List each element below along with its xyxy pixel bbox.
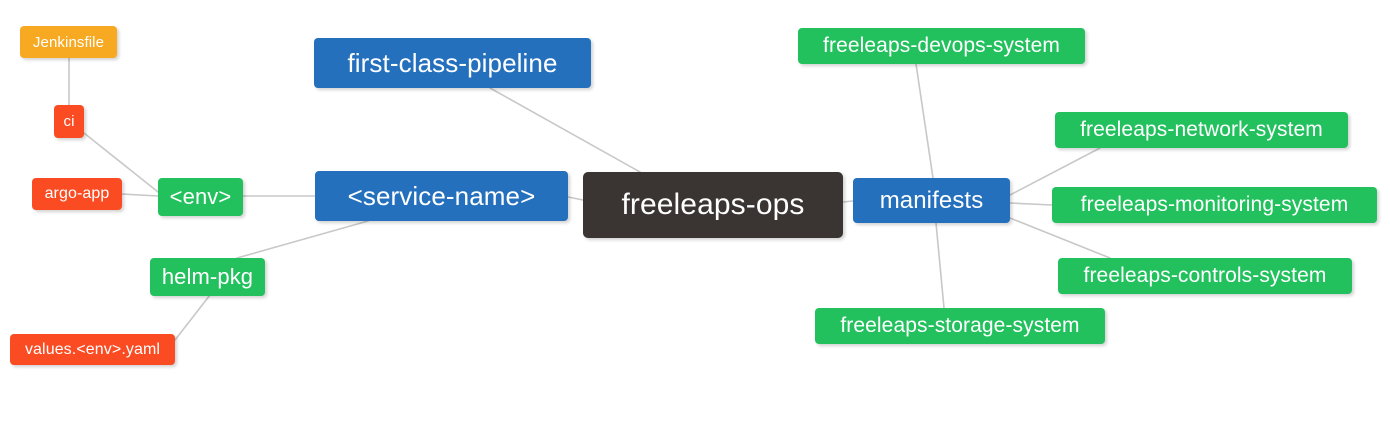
node-ci[interactable]: ci — [54, 105, 84, 138]
edge-freeleaps-ops-to-manifests — [842, 200, 854, 203]
edge-service-name-to-freeleaps-ops — [567, 196, 584, 201]
edge-manifests-to-freeleaps-devops-system — [915, 63, 934, 179]
node-label: freeleaps-controls-system — [1083, 264, 1327, 287]
node-values-env-yaml[interactable]: values.<env>.yaml — [10, 334, 175, 365]
node-label: freeleaps-ops — [621, 188, 805, 221]
node-label: <service-name> — [347, 180, 536, 211]
node-label: helm-pkg — [161, 264, 254, 289]
node-label: first-class-pipeline — [347, 47, 558, 78]
edge-manifests-to-freeleaps-storage-system — [935, 222, 945, 309]
node-jenkinsfile[interactable]: Jenkinsfile — [20, 26, 117, 58]
node-freeleaps-network-system[interactable]: freeleaps-network-system — [1055, 112, 1348, 148]
node-freeleaps-devops-system[interactable]: freeleaps-devops-system — [798, 28, 1085, 64]
node-label: freeleaps-monitoring-system — [1080, 193, 1349, 216]
node-freeleaps-storage-system[interactable]: freeleaps-storage-system — [815, 308, 1105, 344]
node-label: freeleaps-network-system — [1080, 118, 1323, 141]
node-freeleaps-monitoring-system[interactable]: freeleaps-monitoring-system — [1052, 187, 1377, 223]
node-label: <env> — [169, 184, 232, 209]
node-label: values.<env>.yaml — [24, 340, 161, 358]
edge-manifests-to-freeleaps-monitoring-system — [1009, 202, 1053, 206]
edge-helm-pkg-to-service-name — [236, 220, 369, 259]
node-label: ci — [63, 113, 75, 130]
edge-argo-app-to-env — [121, 193, 159, 197]
node-first-class-pipeline[interactable]: first-class-pipeline — [314, 38, 591, 88]
node-label: freeleaps-storage-system — [840, 314, 1080, 337]
node-manifests[interactable]: manifests — [853, 178, 1010, 223]
edge-values-env-yaml-to-helm-pkg — [174, 294, 211, 341]
node-label: manifests — [879, 186, 984, 214]
edge-manifests-to-freeleaps-controls-system — [1009, 217, 1111, 259]
node-label: Jenkinsfile — [32, 33, 105, 51]
node-env[interactable]: <env> — [158, 178, 243, 216]
edge-first-class-pipeline-to-freeleaps-ops — [489, 87, 641, 173]
node-freeleaps-controls-system[interactable]: freeleaps-controls-system — [1058, 258, 1352, 294]
node-label: argo-app — [44, 185, 110, 202]
node-label: freeleaps-devops-system — [823, 34, 1060, 57]
node-service-name[interactable]: <service-name> — [315, 171, 568, 221]
node-argo-app[interactable]: argo-app — [32, 178, 122, 210]
node-helm-pkg[interactable]: helm-pkg — [150, 258, 265, 296]
node-freeleaps-ops[interactable]: freeleaps-ops — [583, 172, 843, 238]
